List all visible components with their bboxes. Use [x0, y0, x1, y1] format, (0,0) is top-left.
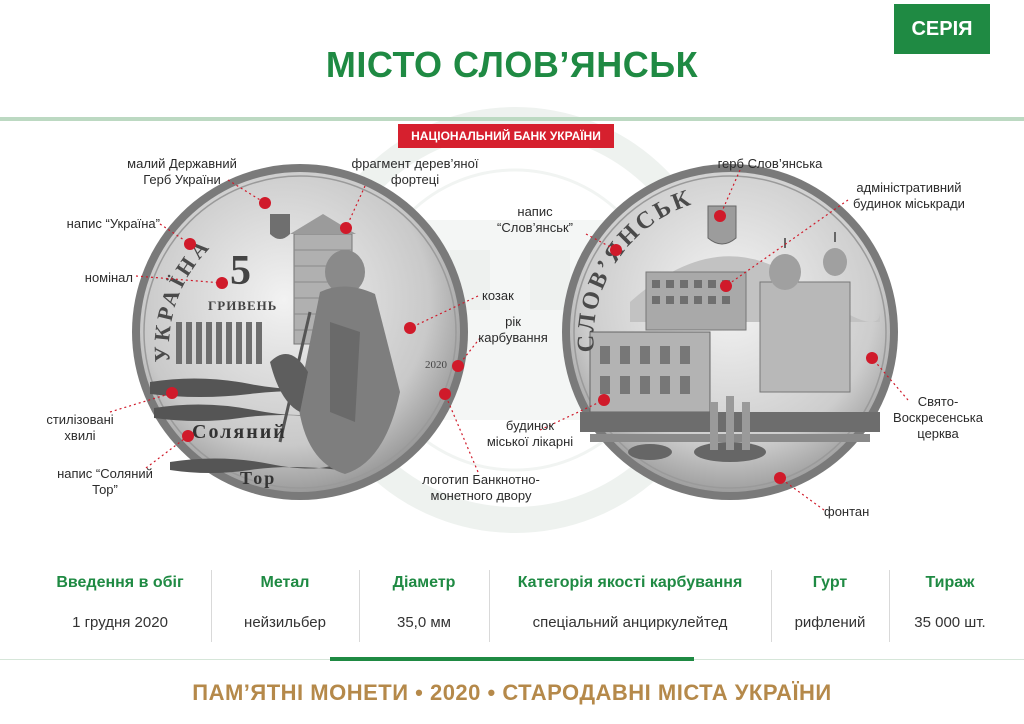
top-divider [0, 117, 1024, 121]
table-divider [211, 570, 212, 642]
spec-heading: Метал [260, 574, 310, 591]
spec-heading: Тираж [925, 574, 975, 591]
callout-mint-logo: логотип Банкнотно- монетного двору [422, 472, 540, 503]
callout-small-coat: малий Державний Герб України [127, 156, 237, 187]
spec-heading: Гурт [812, 574, 848, 591]
marker-fountain [774, 472, 786, 484]
callout-waves: стилізовані хвилі [46, 412, 114, 443]
callout-cossack: козак [482, 288, 514, 303]
spec-value: рифлений [794, 614, 866, 631]
marker-small-coat [259, 197, 271, 209]
marker-hospital [598, 394, 610, 406]
spec-heading: Діаметр [392, 574, 456, 591]
table-divider [771, 570, 772, 642]
marker-cossack [404, 322, 416, 334]
callout-admin-building: адміністративний будинок міськради [853, 180, 965, 211]
page-title: МІСТО СЛОВ’ЯНСЬК [325, 44, 699, 85]
spec-value: спеціальний анциркулейтед [532, 614, 728, 631]
marker-fortress [340, 222, 352, 234]
specs-table: Введення в обіг 1 грудня 2020 Метал нейз… [0, 562, 1024, 652]
coin-currency: ГРИВЕНЬ [208, 298, 277, 313]
marker-soliany-tor [182, 430, 194, 442]
coin-legend-tor: Тор [240, 468, 276, 488]
coin-denomination: 5 [230, 248, 251, 294]
coin-legend-soliany: Соляний [192, 421, 287, 443]
marker-nominal [216, 277, 228, 289]
callout-ukraine-text: напис “Україна” [66, 216, 160, 231]
spec-metal: Метал нейзильбер [212, 562, 358, 652]
table-divider [359, 570, 360, 642]
callout-mint-year: рік карбування [478, 314, 548, 345]
coin-reverse: СЛОВ’ЯНСЬК [560, 162, 900, 502]
marker-ukraine-text [184, 238, 196, 250]
coin-obverse: УКРАЇНА 5 ГРИВЕНЬ 2020 Соляний Тор [130, 162, 470, 502]
callout-slov-text: напис “Слов’янськ” [497, 204, 573, 235]
spec-value: 35 000 шт. [914, 614, 986, 631]
marker-admin-building [720, 280, 732, 292]
callout-slov-coat: герб Слов’янська [717, 156, 823, 171]
spec-value: 35,0 мм [397, 614, 451, 631]
callout-nominal: номінал [84, 270, 133, 285]
bank-label: НАЦІОНАЛЬНИЙ БАНК УКРАЇНИ [398, 124, 614, 148]
callout-hospital: будинок міської лікарні [486, 418, 574, 449]
spec-heading: Введення в обіг [56, 574, 184, 591]
spec-mintage: Тираж 35 000 шт. [890, 562, 1010, 652]
spec-value: нейзильбер [244, 614, 326, 631]
callout-soliany-tor: напис “Соляний Тор” [57, 466, 153, 497]
marker-slov-text [610, 244, 622, 256]
marker-slov-coat [714, 210, 726, 222]
marker-church [866, 352, 878, 364]
series-badge: СЕРІЯ [894, 4, 990, 54]
footer-caption: ПАМ’ЯТНІ МОНЕТИ • 2020 • СТАРОДАВНІ МІСТ… [192, 680, 832, 705]
table-divider [489, 570, 490, 642]
coin-year: 2020 [425, 359, 448, 371]
callout-fortress: фрагмент дерев’яної фортеці [351, 156, 479, 187]
spec-quality: Категорія якості карбування спеціальний … [490, 562, 770, 652]
table-divider [889, 570, 890, 642]
spec-edge: Гурт рифлений [772, 562, 888, 652]
spec-heading: Категорія якості карбування [517, 574, 743, 591]
marker-mint-logo [439, 388, 451, 400]
marker-year [452, 360, 464, 372]
spec-value: 1 грудня 2020 [72, 614, 168, 631]
callout-church: Свято- Воскресенська церква [893, 394, 983, 441]
spec-diameter: Діаметр 35,0 мм [360, 562, 488, 652]
marker-waves [166, 387, 178, 399]
spec-introduction: Введення в обіг 1 грудня 2020 [30, 562, 210, 652]
callout-fountain: фонтан [824, 504, 870, 519]
bottom-divider [330, 657, 694, 661]
